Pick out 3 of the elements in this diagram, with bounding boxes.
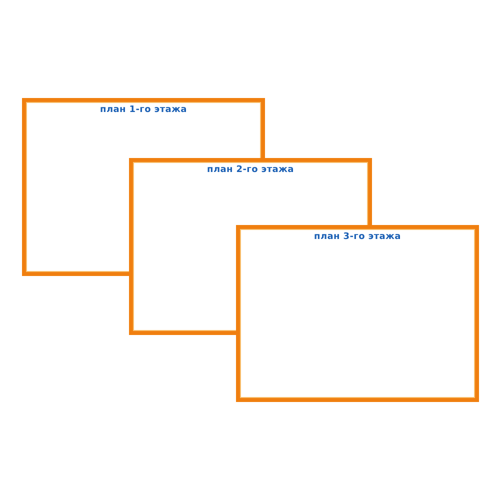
frame-title: план 2-го этажа	[206, 165, 295, 175]
frame-title: план 3-го этажа	[313, 232, 402, 242]
frame-title: план 1-го этажа	[99, 105, 188, 115]
